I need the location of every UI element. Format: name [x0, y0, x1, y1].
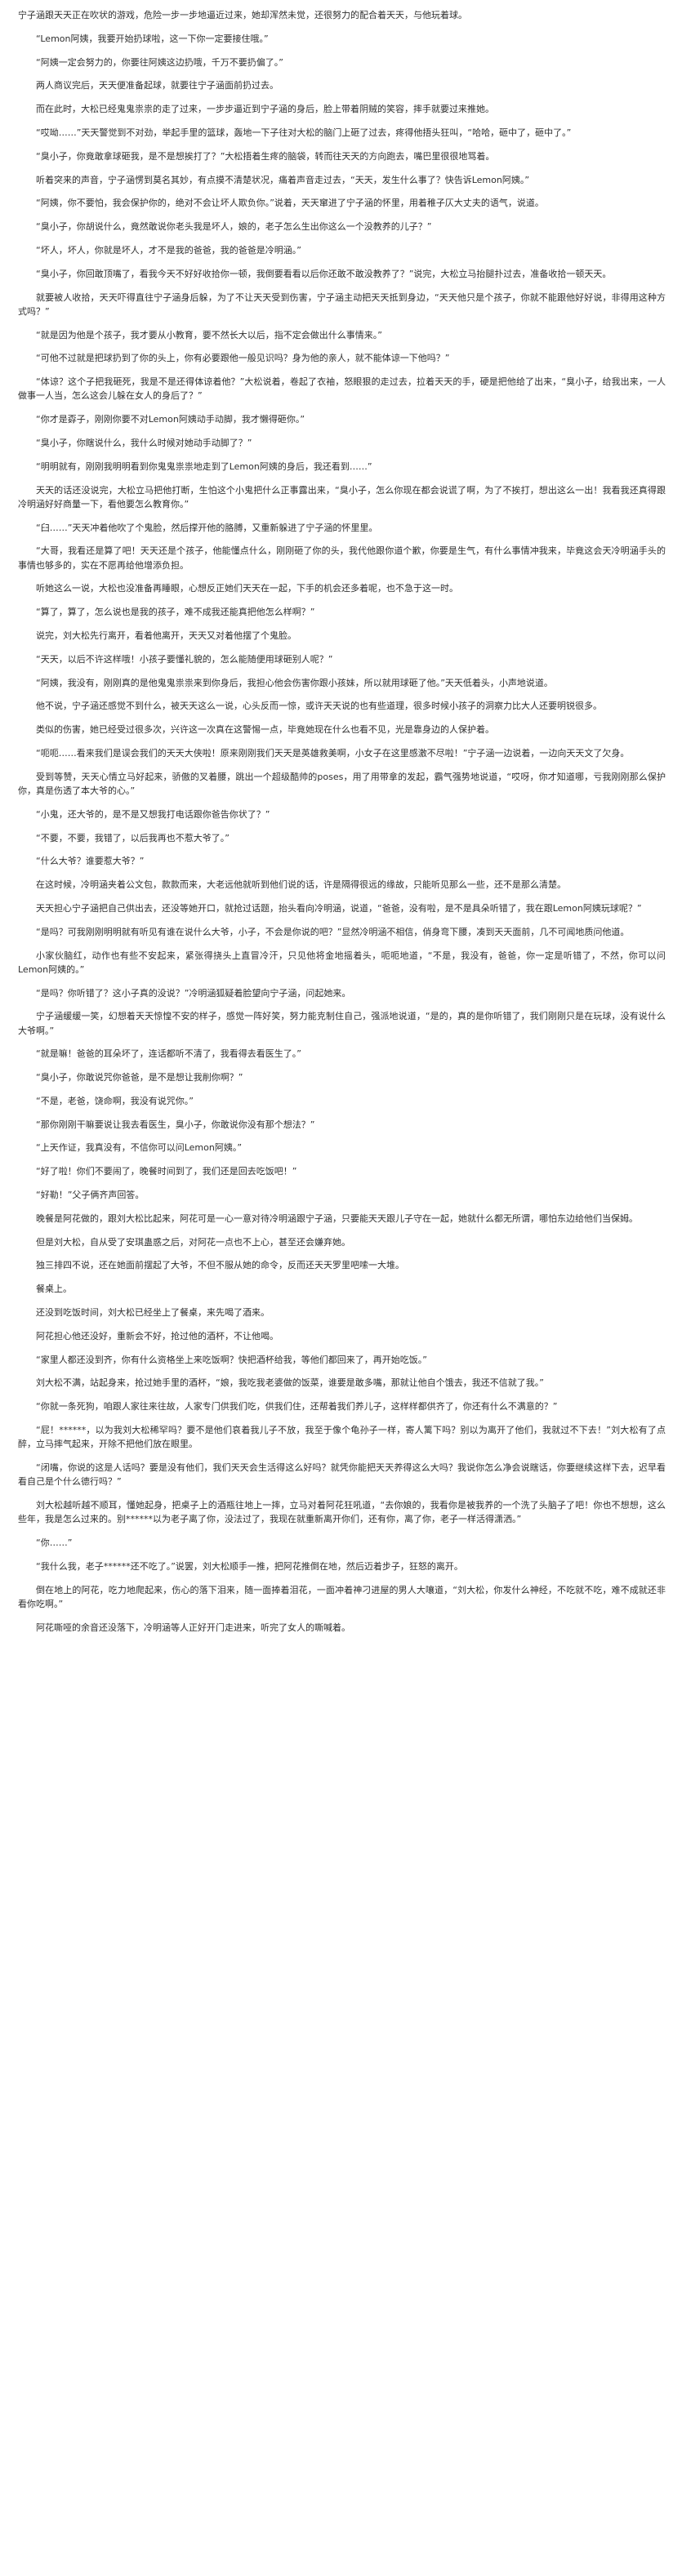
- story-paragraph: 刘大松越听越不顺耳，懂她起身，把桌子上的酒瓶往地上一摔，立马对着阿花狂吼道，“去…: [18, 1500, 666, 1525]
- story-paragraph: 说完，刘大松先行离开，看着他离开，天天又对着他摆了个鬼脸。: [36, 630, 296, 641]
- story-paragraph: “坏人，坏人，你就是坏人，才不是我的爸爸，我的爸爸是冷明涵。”: [36, 244, 301, 256]
- story-paragraph: “家里人都还没到齐，你有什么资格坐上来吃饭啊？快把酒杯给我，等他们都回来了，再开…: [36, 1354, 427, 1365]
- story-paragraph: “屁！******，以为我刘大松稀罕吗？要不是他们哀着我儿子不放，我至于像个龟孙…: [18, 1425, 666, 1450]
- story-paragraph: 阿花嘶哑的余音还没落下，冷明涵等人正好开门走进来，听完了女人的嘶喊着。: [36, 1622, 350, 1633]
- story-paragraph: “阿姨，你不要怕，我会保护你的，绝对不会让坏人欺负你。”说着，天天窜进了宁子涵的…: [36, 198, 544, 209]
- story-paragraph: “闭嘴，你说的这是人话吗？要是没有他们，我们天天会生活得这么好吗？就凭你能把天天…: [18, 1462, 666, 1488]
- story-paragraph: “体谅？这个子把我砸死，我是不是还得体谅着他？”大松说着，卷起了衣袖，怒眼狠的走…: [18, 376, 666, 402]
- story-paragraph: “算了，算了，怎么说也是我的孩子，难不成我还能真把他怎么样啊？”: [36, 607, 315, 618]
- story-paragraph: 听她这么一说，大松也没准备再睡眼，心想反正她们天天在一起，下手的机会还多着呢，也…: [36, 583, 458, 594]
- story-paragraph: “好勒！”父子俩齐声回答。: [36, 1190, 145, 1201]
- story-paragraph: 两人商议完后，天天便准备起球，就要往宁子涵面前扔过去。: [36, 80, 279, 91]
- story-paragraph: “臼……”天天冲着他吹了个鬼脸，然后撑开他的胳膊，又重新躲进了宁子涵的怀里里。: [36, 522, 378, 533]
- story-paragraph: 晚餐是阿花做的，跟刘大松比起来，阿花可是一心一意对待冷明涵跟宁子涵，只要能天天跟…: [36, 1212, 638, 1224]
- story-paragraph: 独三排四不说，还在她面前摆起了大爷，不但不服从她的命令，反而还天天罗里吧嗦一大堆…: [36, 1260, 404, 1271]
- story-paragraph: “就是嘛！爸爸的耳朵坏了，连话都听不清了，我看得去看医生了。”: [36, 1048, 301, 1060]
- story-paragraph: “臭小子，你敢说咒你爸爸，是不是想让我削你啊？”: [36, 1072, 243, 1083]
- story-paragraph: “那你刚刚干嘛要说让我去看医生，臭小子，你敢说你没有那个想法？”: [36, 1119, 315, 1130]
- story-paragraph: “小鬼，还大爷的，是不是又想我打电话跟你爸告你状了？”: [36, 808, 270, 820]
- story-paragraph: “Lemon阿姨，我要开始扔球啦，这一下你一定要接住哦。”: [36, 33, 269, 44]
- story-paragraph: 天天的话还没说完，大松立马把他打断，生怕这个小鬼把什么正事露出来，“臭小子，怎么…: [18, 484, 666, 509]
- story-paragraph: “我什么我，老子******还不吃了。”说罢，刘大松顺手一推，把阿花推倒在地，然…: [36, 1560, 463, 1572]
- story-paragraph: 宁子涵跟天天正在吹状的游戏，危险一步一步地逼近过来，她却浑然未觉，还很努力的配合…: [18, 10, 467, 20]
- story-paragraph: “你就一条死狗，咱跟人家往来往故，人家专门供我们吃，供我们住，还帮着我们养儿子，…: [36, 1401, 558, 1413]
- story-paragraph: 就要被人收拾，天天吓得直往宁子涵身后躲，为了不让天天受到伤害，宁子涵主动把天天抵…: [18, 291, 666, 317]
- story-paragraph: “呃呃……看来我们是误会我们的天天大侠啦！原来刚刚我们天天是英雄救美啊，小女子在…: [36, 747, 630, 759]
- story-paragraph: 刘大松不满，站起身来，抢过她手里的酒杯，“娘，我吃我老婆做的饭菜，谁要是敢多嘴，…: [36, 1377, 544, 1389]
- story-paragraph: “你……”: [36, 1537, 73, 1549]
- story-paragraph: “明明就有，刚刚我明明看到你鬼鬼祟祟地走到了Lemon阿姨的身后，我还看到……”: [36, 460, 372, 472]
- story-paragraph: 但是刘大松，自从受了安琪蛊惑之后，对阿花一点也不上心，甚至还会嫌弃她。: [36, 1236, 350, 1248]
- story-paragraph: “可他不过就是把球扔到了你的头上，你有必要跟他一般见识吗？身为他的亲人，就不能体…: [36, 353, 450, 364]
- story-paragraph: “是吗？可我刚刚明明就有听见有谁在说什么大爷，小子，不会是你说的吧？”显然冷明涵…: [36, 926, 630, 937]
- story-paragraph: “臭小子，你回敢顶嘴了，看我今天不好好收拾你一顿，我倒要看看以后你还敢不敢没教养…: [36, 268, 612, 279]
- story-paragraph: “大哥，我看还是算了吧！天天还是个孩子，他能懂点什么，刚刚砸了你的头，我代他跟你…: [18, 545, 666, 571]
- story-paragraph: 而在此时，大松已经鬼鬼祟祟的走了过来，一步步逼近到宁子涵的身后，脸上带着阴贼的笑…: [36, 104, 494, 115]
- story-paragraph: “哎呦……”天天警觉到不对劲，举起手里的篮球，轰地一下子往对大松的脑门上砸了过去…: [36, 127, 572, 138]
- story-paragraph: 小家伙脑红，动作也有些不安起来，紧张得挠头上直冒冷汗，只见他将金地摇着头，呃呃地…: [18, 950, 666, 975]
- story-paragraph: “不是，老爸，饶命啊，我没有说咒你。”: [36, 1095, 194, 1106]
- story-paragraph: 餐桌上。: [36, 1284, 72, 1295]
- story-paragraph: “你才是孬子，刚刚你要不对Lemon阿姨动手动脚，我才懒得砸你。”: [36, 414, 305, 425]
- story-paragraph: “阿姨，我没有，刚刚真的是他鬼鬼祟祟来到你身后，我担心他会伤害你跟小孩妹，所以就…: [36, 677, 553, 688]
- story-paragraph: “臭小子，你瞎说什么，我什么时候对她动手动脚了？”: [36, 437, 252, 448]
- story-paragraph: “不要，不要，我错了，以后我再也不惹大爷了。”: [36, 832, 230, 843]
- story-paragraph: 听着突来的声音，宁子涵愣到莫名其妙，有点摸不清楚状况，痛着声音走过去，“天天，发…: [36, 174, 530, 185]
- story-paragraph: 阿花担心他还没好，重新会不好，抢过他的酒杯，不让他喝。: [36, 1330, 279, 1341]
- story-paragraph: 他不说，宁子涵还感觉不到什么，被天天这么一说，心头反而一惊，或许天天说的也有些道…: [36, 701, 602, 712]
- story-paragraph: 类似的伤害，她已经受过很多次，兴许这一次真在这警惕一点，毕竟她现在什么也看不见，…: [36, 724, 494, 736]
- story-paragraph: “阿姨一定会努力的，你要往阿姨这边扔哦，千万不要扔偏了。”: [36, 56, 283, 68]
- story-paragraph: 倒在地上的阿花，吃力地爬起来，伤心的落下泪来，随一面捧着泪花，一面冲着神刁进屋的…: [18, 1584, 666, 1609]
- story-paragraph: 在这时候，冷明涵夹着公文包，款款而来，大老远他就听到他们说的话，许是隔得很远的缘…: [36, 879, 566, 891]
- story-paragraph: “什么大爷？谁要惹大爷？”: [36, 856, 145, 867]
- story-paragraph: “上天作证，我真没有，不信你可以问Lemon阿姨。”: [36, 1142, 243, 1154]
- story-paragraph: 受到等赞，天天心情立马好起来，骄傲的叉着腰，跳出一个超级酷帅的poses，用了用…: [18, 771, 666, 796]
- story-paragraph: 还没到吃饭时间，刘大松已经坐上了餐桌，来先喝了酒来。: [36, 1307, 270, 1319]
- story-paragraph: “就是因为他是个孩子，我才要从小教育，要不然长大以后，指不定会做出什么事情来。”: [36, 329, 382, 340]
- story-paragraph: “是吗？你听错了？这小子真的没说？”冷明涵狐疑着脸望向宁子涵，问起她来。: [36, 987, 351, 999]
- story-paragraph: 天天担心宁子涵把自己供出去，还没等她开口，就抢过话题，抬头看向冷明涵，说道，“爸…: [36, 902, 642, 914]
- story-paragraph: “好了啦！你们不要闹了，晚餐时间到了，我们还是回去吃饭吧！”: [36, 1166, 297, 1177]
- story-paragraph: “臭小子，你竟敢拿球砸我，是不是想挨打了？”大松捂着生疼的脑袋，转而往天天的方向…: [36, 150, 495, 162]
- story-paragraph: 宁子涵缓缓一笑，幻想着天天惊惶不安的样子，感觉一阵好笑，努力能克制住自己，强派地…: [18, 1011, 666, 1036]
- story-paragraph: “臭小子，你胡说什么，竟然敢说你老头我是坏人，娘的，老子怎么生出你这么一个没教养…: [36, 221, 432, 233]
- story-paragraph: “天天，以后不许这样哦！小孩子要懂礼貌的，怎么能随便用球砸别人呢？”: [36, 653, 333, 665]
